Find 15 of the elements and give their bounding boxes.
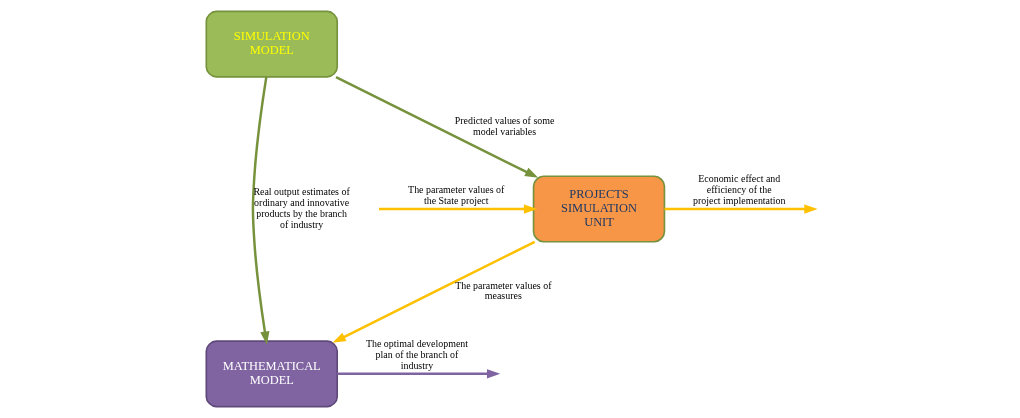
edge-label: Predicted values of some model variables: [454, 114, 554, 137]
edge-label: The parameter values of the State project: [407, 183, 504, 206]
edge-label: Real output estimates of ordinary and innovative products by the branch of industry: [252, 186, 350, 230]
arrow: [334, 75, 538, 178]
arrow: [251, 76, 269, 345]
node-box: MATHEMATICAL MODEL: [205, 340, 338, 408]
edge-label: The parameter values of measures: [454, 279, 551, 302]
edge-label: Economic effect and efficiency of the project implementation: [692, 173, 785, 206]
node-box: SIMULATION MODEL: [205, 10, 338, 78]
arrow: [378, 204, 537, 214]
arrow: [336, 369, 500, 379]
node-box: PROJECTS SIMULATION UNIT: [532, 175, 665, 243]
arrow: [664, 204, 818, 214]
edge-label: The optimal development plan of the branch of industry: [365, 338, 468, 371]
arrow: [332, 240, 535, 343]
